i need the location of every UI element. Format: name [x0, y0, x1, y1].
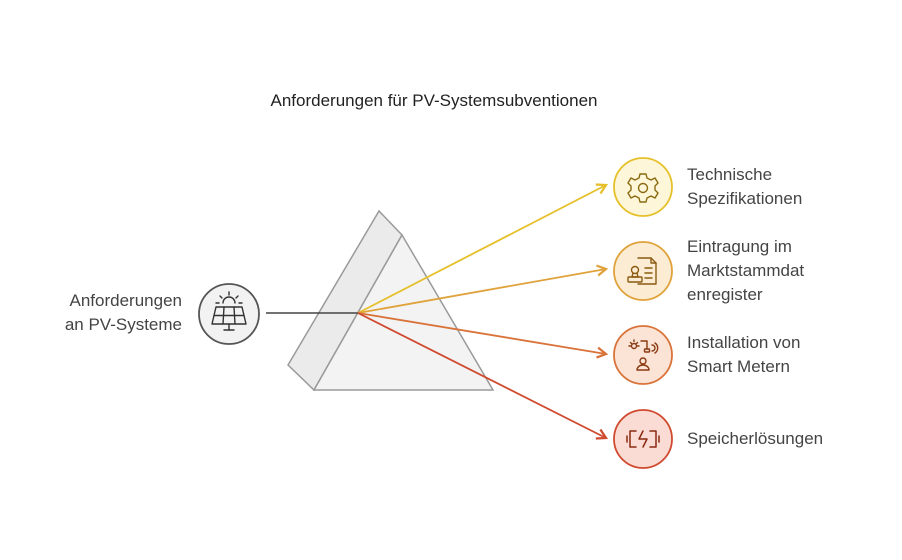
beam-registry [357, 264, 609, 314]
label-technical: Technische Spezifikationen [687, 163, 802, 211]
label-line: Installation von [687, 333, 801, 352]
battery-icon [626, 430, 660, 448]
solar-panel-icon [211, 291, 247, 331]
source-label-line-2: an PV-Systeme [64, 315, 182, 334]
source-label: Anforderungen an PV-Systeme [65, 289, 182, 337]
label-line: Smart Metern [687, 357, 790, 376]
label-line: Speicherlösungen [687, 429, 824, 448]
beam-smart-meter [357, 312, 609, 359]
prism [287, 209, 495, 392]
smart-meter-icon [628, 339, 659, 371]
source-label-line-1: Anforderungen [69, 291, 182, 310]
beam-storage [357, 312, 609, 440]
label-smart-meter: Installation von Smart Metern [687, 331, 800, 379]
output-node-registry [613, 241, 673, 301]
label-line: enregister [687, 285, 763, 304]
document-stamp-icon [627, 257, 657, 285]
output-node-smart-meter [613, 325, 673, 385]
label-line: Eintragung im [687, 237, 792, 256]
label-line: Marktstammdat [687, 261, 805, 280]
label-line: Spezifikationen [687, 189, 803, 208]
diagram-title: Anforderungen für PV-Systemsubventionen [270, 91, 598, 110]
label-storage: Speicherlösungen [687, 427, 823, 451]
source-node [198, 283, 260, 345]
gear-icon [627, 173, 659, 203]
label-line: Technische [687, 165, 773, 184]
beam-technical [357, 183, 609, 314]
output-node-technical [613, 157, 673, 217]
label-registry: Eintragung im Marktstammdat enregister [687, 235, 804, 307]
output-node-storage [613, 409, 673, 469]
